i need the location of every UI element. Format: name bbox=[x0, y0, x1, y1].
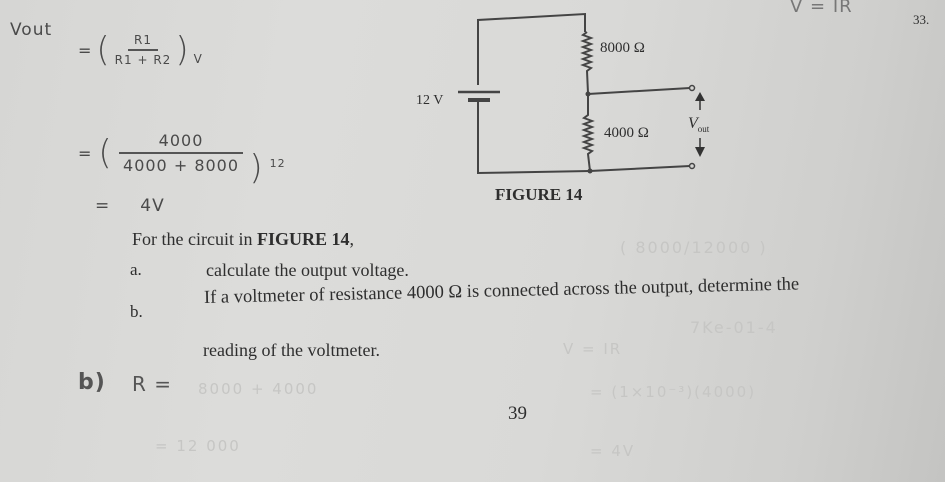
equals-sign: = bbox=[78, 143, 93, 163]
vout-subscript: out bbox=[697, 124, 710, 135]
part-b-text-continued: reading of the voltmeter. bbox=[203, 340, 380, 360]
equals-sign: = bbox=[95, 196, 111, 216]
part-a-text: calculate the output voltage. bbox=[206, 260, 409, 280]
circuit-diagram bbox=[458, 12, 705, 175]
substitution-fraction: 4000 4000 + 8000 bbox=[118, 131, 244, 175]
close-paren: ) bbox=[175, 30, 190, 70]
formula-suffix: V bbox=[193, 52, 203, 66]
formula-fraction: R1 R1 + R2 bbox=[115, 33, 172, 67]
close-paren: ) bbox=[249, 148, 264, 188]
resistor-4000-label: 4000 Ω bbox=[604, 125, 649, 141]
handwritten-substitution-line: = ( 4000 4000 + 8000 ) 12 bbox=[78, 118, 286, 188]
substitution-denominator: 4000 + 8000 bbox=[123, 156, 240, 175]
handwritten-part-b-label: b) bbox=[78, 370, 106, 395]
intro-comma: , bbox=[349, 229, 355, 249]
question-intro: For the circuit in FIGURE 14, bbox=[132, 229, 354, 250]
faint-paren-note: ( 8000/12000 ) bbox=[620, 238, 768, 257]
junction-node bbox=[585, 91, 591, 97]
faint-calc: = (1×10⁻³)(4000) bbox=[590, 383, 757, 401]
handwritten-r-eq: R = bbox=[132, 372, 173, 396]
part-b-letter: b. bbox=[130, 302, 143, 321]
part-a-letter: a. bbox=[130, 260, 142, 279]
formula-numerator: R1 bbox=[128, 33, 158, 51]
result-value: 4V bbox=[140, 196, 165, 216]
substitution-suffix: 12 bbox=[269, 156, 286, 170]
faint-result: = 4V bbox=[590, 442, 636, 460]
intro-text: For the circuit in bbox=[132, 229, 257, 249]
junction-node bbox=[587, 168, 593, 174]
question-number: 33. bbox=[913, 12, 930, 27]
vout-label: Vout bbox=[688, 115, 709, 134]
open-paren: ( bbox=[96, 30, 111, 70]
faint-v-ir: V = IR bbox=[563, 340, 623, 358]
resistor-8000-label: 8000 Ω bbox=[600, 40, 645, 56]
battery-label: 12 V bbox=[416, 93, 444, 108]
figure-caption: FIGURE 14 bbox=[495, 185, 583, 204]
vout-symbol: V bbox=[688, 115, 698, 132]
formula-denominator: R1 + R2 bbox=[114, 53, 172, 67]
faint-note: 7Ke-01-4 bbox=[690, 318, 778, 337]
substitution-numerator: 4000 bbox=[118, 131, 244, 154]
page-number: 39 bbox=[508, 403, 527, 424]
vout-arrows-icon bbox=[695, 92, 705, 157]
handwritten-vout-label: Vout bbox=[10, 20, 53, 40]
handwritten-formula-line: = ( R1 R1 + R2 ) V bbox=[78, 30, 203, 70]
output-terminal-top bbox=[688, 84, 696, 92]
open-paren: ( bbox=[98, 133, 113, 173]
handwritten-result-line: = 4V bbox=[95, 196, 165, 216]
faint-r-total: = 12 000 bbox=[155, 437, 241, 455]
handwritten-top-right-note: V = IR bbox=[790, 0, 853, 17]
intro-figure-ref: FIGURE 14 bbox=[256, 229, 350, 249]
output-terminal-bottom bbox=[688, 162, 696, 170]
equals-sign: = bbox=[78, 40, 93, 60]
faint-r-sum: 8000 + 4000 bbox=[198, 380, 319, 398]
